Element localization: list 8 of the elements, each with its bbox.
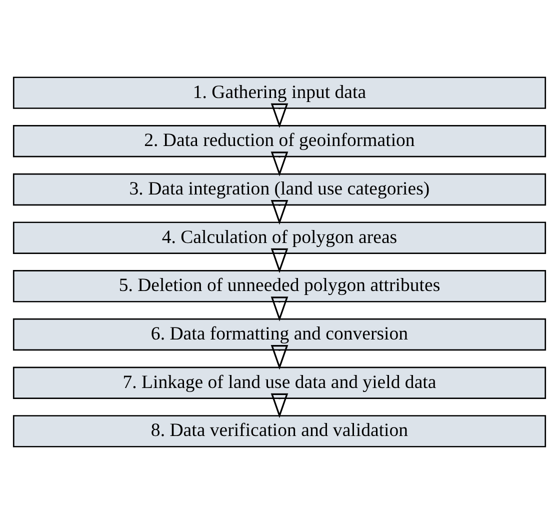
- arrow: [270, 200, 288, 224]
- arrow: [270, 102, 288, 128]
- node-box: 8. Data verification and validation: [12, 414, 546, 447]
- arrow: [270, 248, 288, 273]
- arrow: [270, 151, 288, 176]
- arrow: [270, 296, 288, 321]
- arrow: [270, 344, 288, 370]
- arrow: [270, 392, 288, 418]
